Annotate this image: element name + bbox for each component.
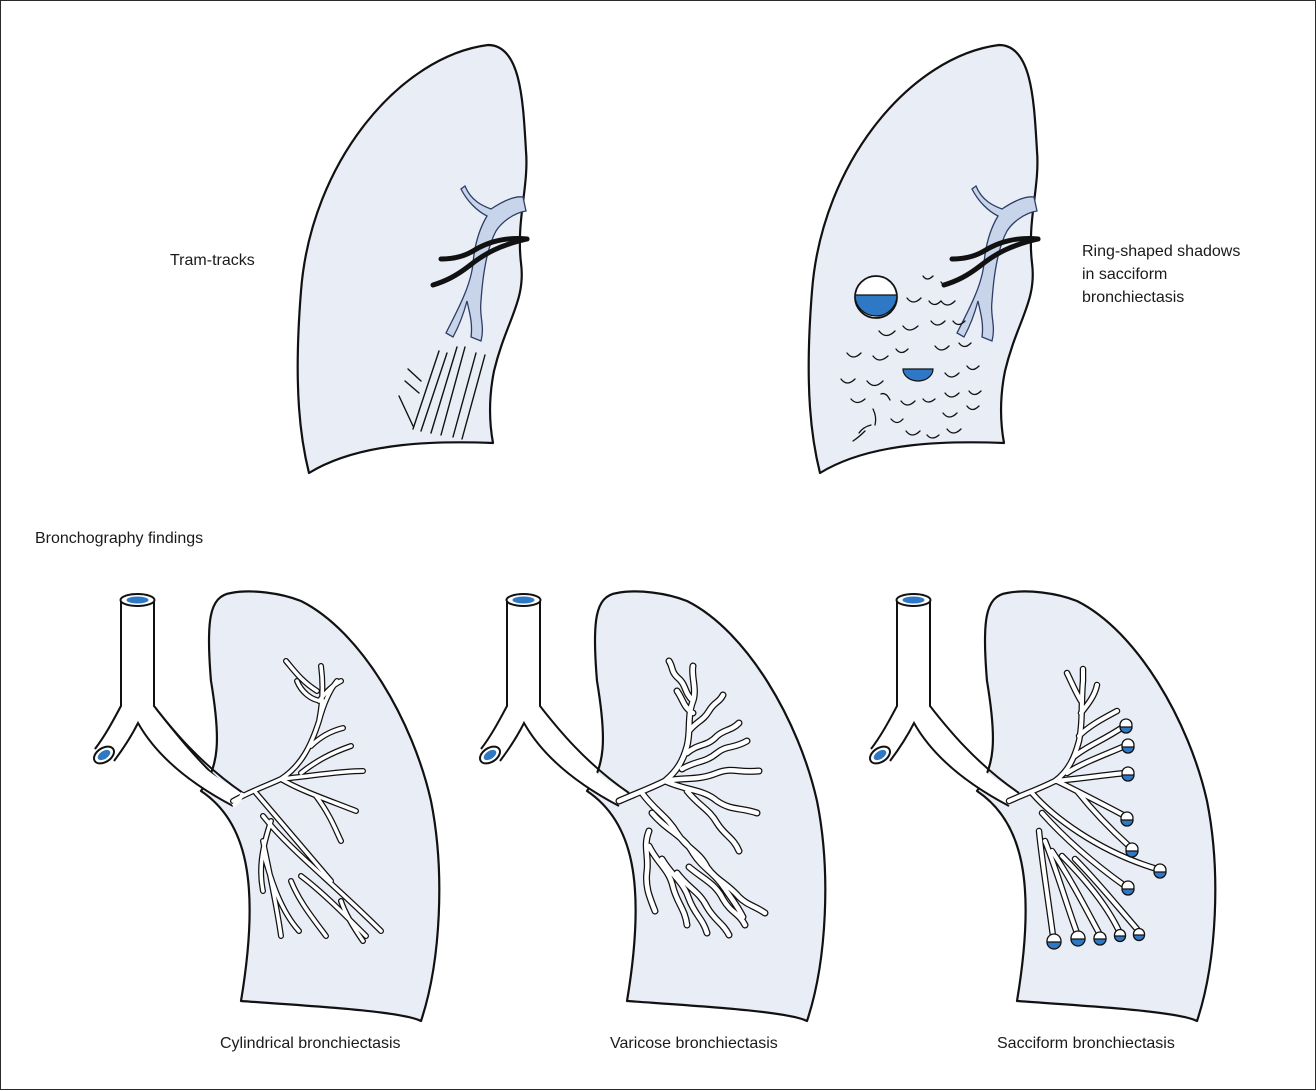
label-tram-tracks: Tram-tracks [170,250,255,271]
diagram-cylindrical [91,591,439,1021]
lung-ring-shadows [809,45,1038,473]
diagram-varicose [477,591,825,1021]
diagram-sacciform [867,591,1215,1021]
lung-outline [809,45,1038,473]
lung-outline [298,45,527,473]
label-ring-shadows-line3: bronchiectasis [1082,287,1184,308]
label-ring-shadows-line1: Ring-shaped shadows [1082,241,1240,262]
lung-outline [977,591,1215,1021]
lung-tram-tracks [298,45,527,473]
label-bronchography-findings: Bronchography findings [35,528,203,549]
label-cylindrical: Cylindrical bronchiectasis [220,1033,401,1054]
label-varicose: Varicose bronchiectasis [610,1033,778,1054]
label-ring-shadows-line2: in sacciform [1082,264,1167,285]
label-sacciform: Sacciform bronchiectasis [997,1033,1175,1054]
